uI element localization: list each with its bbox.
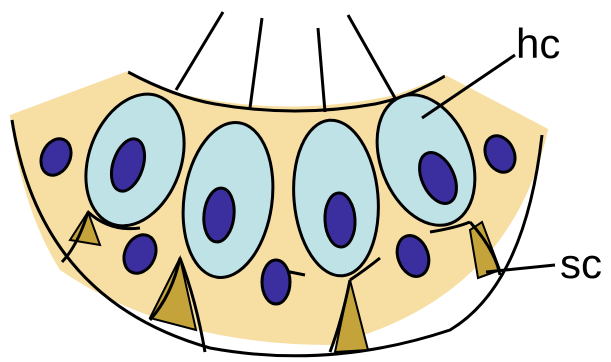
supporting-cell-nucleus [262, 260, 290, 304]
label-hc: hc [516, 20, 560, 67]
label-sc: sc [560, 240, 602, 287]
